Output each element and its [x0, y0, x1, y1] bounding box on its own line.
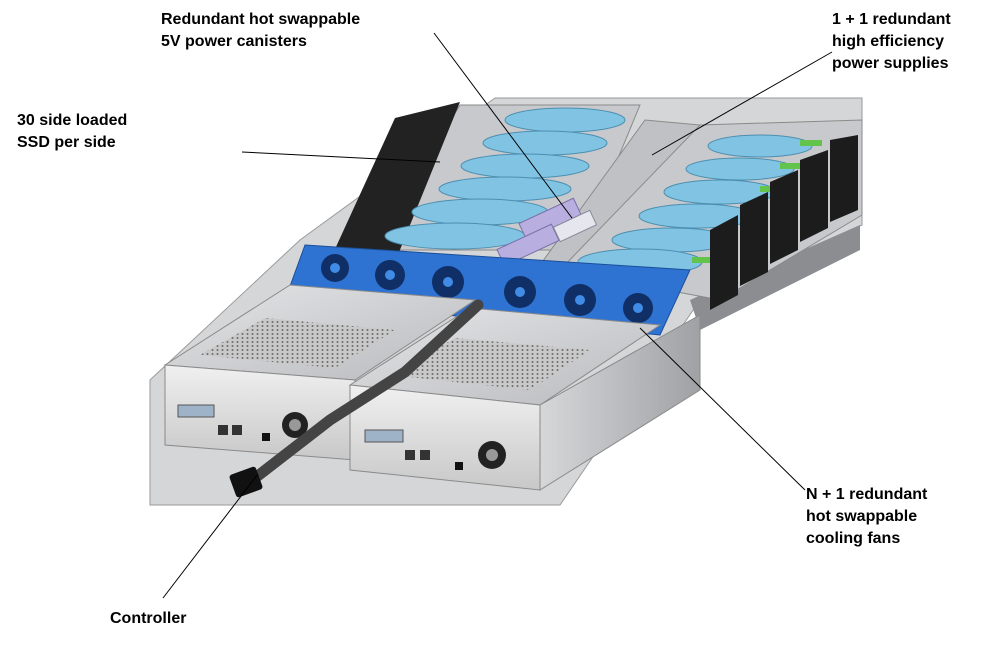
label-power-canisters: Redundant hot swappable 5V power caniste… — [161, 11, 361, 50]
cooling-fans — [284, 244, 691, 336]
label-controller: Controller — [110, 610, 187, 627]
controller-module-right — [348, 307, 701, 491]
leader-line-ssd — [241, 151, 441, 163]
leader-line-fans — [639, 327, 806, 491]
right-ssd-column — [558, 119, 863, 310]
label-power-supplies: 1 + 1 redundant high efficiency power su… — [832, 11, 951, 72]
leader-line-canisters — [433, 32, 573, 219]
label-cooling-fans: N + 1 redundant hot swappable cooling fa… — [806, 486, 928, 547]
leader-line-psu — [651, 51, 833, 156]
right-drive-bays — [710, 135, 858, 310]
leader-lines — [162, 32, 833, 599]
label-ssd-per-side: 30 side loaded SSD per side — [17, 112, 128, 151]
power-cable — [229, 299, 484, 498]
leader-line-controller — [162, 473, 259, 599]
left-ssd-trays — [384, 107, 626, 250]
